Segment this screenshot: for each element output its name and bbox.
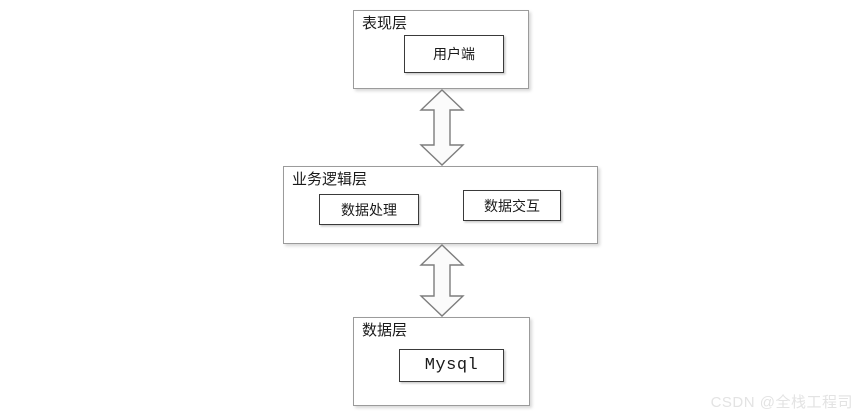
- component-label-data-interaction: 数据交互: [484, 199, 540, 215]
- component-box-data-interaction: 数据交互: [463, 190, 561, 221]
- double-arrow-icon-business-data: [418, 243, 466, 318]
- component-box-client: 用户端: [404, 35, 504, 73]
- watermark-text: CSDN @全栈工程司: [710, 394, 853, 411]
- component-label-client: 用户端: [433, 48, 475, 63]
- layer-title-business-logic: 业务逻辑层: [292, 172, 368, 188]
- double-arrow-icon-presentation-business: [418, 88, 466, 167]
- layer-box-data: 数据层 Mysql: [353, 317, 530, 406]
- component-label-data-processing: 数据处理: [341, 203, 397, 219]
- component-box-data-processing: 数据处理: [319, 194, 419, 225]
- layer-box-presentation: 表现层 用户端: [353, 10, 529, 89]
- layer-title-data: 数据层: [362, 323, 408, 339]
- layer-title-presentation: 表现层: [362, 16, 408, 32]
- component-label-mysql: Mysql: [424, 356, 479, 375]
- component-box-mysql: Mysql: [399, 349, 504, 382]
- layer-box-business-logic: 业务逻辑层 数据处理 数据交互: [283, 166, 598, 244]
